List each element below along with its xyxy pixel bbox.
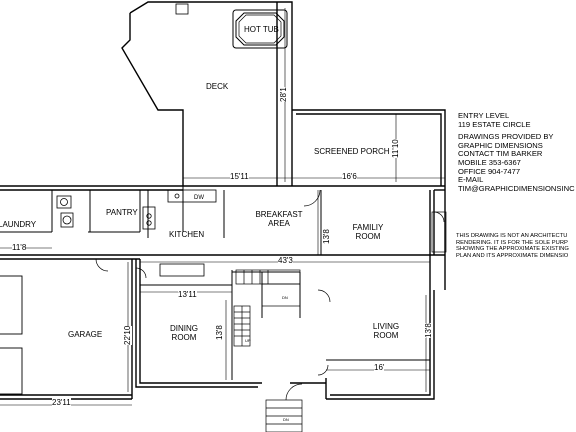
drawing-title: ENTRY LEVEL bbox=[458, 112, 510, 120]
dim-porch-depth: 11'10 bbox=[391, 139, 400, 158]
disclaimer-line: THIS DRAWING IS NOT AN ARCHITECTU bbox=[456, 233, 568, 239]
room-label-laundry: LAUNDRY bbox=[0, 220, 37, 229]
drawing-address: 119 ESTATE CIRCLE bbox=[458, 119, 531, 129]
credit-line: CONTACT TIM BARKER bbox=[458, 149, 543, 159]
room-label-deck: DECK bbox=[206, 82, 229, 91]
credit-line: TIM@GRAPHICDIMENSIONSINC bbox=[458, 183, 575, 193]
credit-line: GRAPHIC DIMENSIONS bbox=[458, 140, 543, 150]
dim-laundry-width: 11'8 bbox=[12, 243, 27, 252]
dim-deck-depth: 28'1 bbox=[279, 87, 288, 102]
room-label-breakfast-area: BREAKFAST AREA bbox=[252, 210, 306, 228]
dim-deck-width: 15'11 bbox=[230, 172, 249, 181]
exterior-walls bbox=[0, 1, 446, 400]
room-label-garage: GARAGE bbox=[68, 330, 103, 339]
dimension-lines bbox=[0, 8, 445, 406]
room-label-living-room: LIVING ROOM bbox=[368, 322, 404, 340]
living-line-1: LIVING bbox=[372, 322, 400, 331]
dim-house-width: 43'3 bbox=[278, 256, 293, 265]
garage-cars bbox=[0, 275, 23, 395]
breakfast-line-2: AREA bbox=[268, 219, 290, 228]
dim-family-depth: 13'8 bbox=[322, 229, 331, 244]
room-label-family-room: FAMILIY ROOM bbox=[348, 223, 388, 241]
title-block: ENTRY LEVEL 119 ESTATE CIRCLE DRAWINGS P… bbox=[458, 112, 576, 193]
hot-tub bbox=[232, 9, 288, 49]
room-label-hot-tub: HOT TUB bbox=[244, 25, 279, 34]
breakfast-line-1: BREAKFAST bbox=[255, 210, 303, 219]
credit-line: MOBILE 353-6367 bbox=[458, 157, 521, 167]
room-label-screened-porch: SCREENED PORCH bbox=[314, 147, 390, 156]
dishwasher-label: DW bbox=[194, 195, 204, 201]
room-label-dining-room: DINING ROOM bbox=[166, 324, 202, 342]
kitchen-counters bbox=[56, 3, 217, 277]
stair-up-label: UP bbox=[245, 338, 251, 343]
family-line-1: FAMILIY bbox=[352, 223, 384, 232]
disclaimer-line: SHOWING THE APPROXIMATE EXISTING bbox=[456, 246, 569, 253]
interior-walls bbox=[0, 186, 430, 380]
dim-garage-width: 23'11 bbox=[52, 398, 71, 407]
room-label-pantry: PANTRY bbox=[106, 208, 138, 217]
dining-line-1: DINING bbox=[170, 324, 198, 333]
family-line-2: ROOM bbox=[355, 232, 381, 241]
doors bbox=[95, 189, 447, 401]
staircase bbox=[233, 269, 303, 432]
living-line-2: ROOM bbox=[373, 331, 399, 340]
disclaimer: THIS DRAWING IS NOT AN ARCHITECTU RENDER… bbox=[456, 233, 576, 259]
credit-line: OFFICE 904-7477 bbox=[458, 166, 521, 176]
dim-living-depth: 13'8 bbox=[424, 323, 433, 338]
dim-dining-depth: 13'8 bbox=[215, 325, 224, 340]
stair-dn-label: DN bbox=[282, 295, 288, 300]
room-label-kitchen: KITCHEN bbox=[169, 230, 205, 239]
disclaimer-line: PLAN AND ITS APPROXIMATE DIMENSIO bbox=[456, 252, 569, 259]
disclaimer-line: RENDERING. IT IS FOR THE SOLE PURP bbox=[456, 239, 568, 246]
dim-living-width: 16' bbox=[374, 363, 385, 372]
front-stair-dn-label: DN bbox=[283, 417, 289, 422]
dim-garage-depth: 22'10 bbox=[123, 325, 132, 345]
dining-line-2: ROOM bbox=[171, 333, 197, 342]
credit-line: E-MAIL bbox=[458, 175, 484, 185]
dim-porch-width: 16'6 bbox=[342, 172, 357, 181]
credit-line: DRAWINGS PROVIDED BY bbox=[458, 132, 554, 142]
dim-dining-width: 13'11 bbox=[178, 290, 197, 299]
